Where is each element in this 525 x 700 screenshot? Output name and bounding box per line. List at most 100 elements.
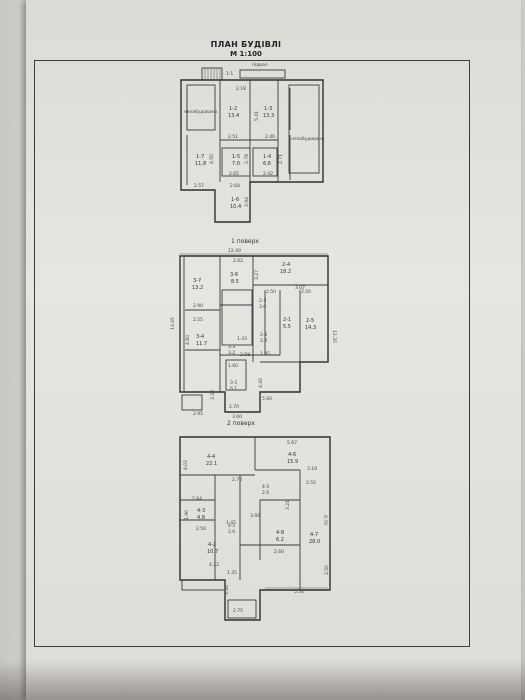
floor-1-dim: 3.60 [232, 414, 242, 420]
room-3-4-area: 11.7 [196, 341, 207, 347]
floor-2-dim: 5.67 [287, 440, 297, 446]
room-2-5-code: 2-5 [306, 318, 314, 324]
floor-1-dim: 3.38 [210, 390, 216, 400]
floor-1-dim: 2.50 [266, 289, 276, 295]
room-2-5-area: 14.3 [305, 325, 316, 331]
floor-1-dim: 1.45 [260, 351, 270, 357]
basement-plan: 1:1 підвал 2.18 незабудовано незабудован… [180, 62, 325, 223]
basement-dim: 4.50 [209, 154, 215, 164]
room-3-3-area: 3.2 [228, 350, 235, 356]
floor-1-dim: 1.60 [228, 363, 238, 369]
room-4-2-code: 4-2 [208, 542, 216, 548]
floor-1-dim: 2.70 [229, 404, 239, 410]
room-4-7-code: 4-7 [310, 532, 318, 538]
floor-2-dim: 6.70 [322, 515, 328, 525]
floor-2-plan: 4-4 22.1 4-6 15.9 4-5 2.6 4-3 4.8 4-1 2.… [179, 436, 331, 621]
room-4-6-code: 4-6 [288, 452, 296, 458]
room-1-5-code: 1-5 [232, 154, 240, 160]
bottom-shadow [0, 660, 525, 700]
floor-2-dim: 2.75 [233, 608, 243, 614]
floor-2-dim: 3.92 [250, 513, 260, 519]
basement-dim: 2.42 [263, 171, 273, 177]
basement-dim: 2.71 [278, 154, 284, 164]
basement-stair-dim: 1:1 [226, 71, 233, 77]
room-2-4-code: 2-4 [282, 262, 290, 268]
room-1-3-area: 13.3 [263, 113, 274, 119]
room-1-3-code: 1-3 [264, 106, 272, 112]
floor-1-dim: 2.62 [233, 258, 243, 264]
room-1-5-area: 7.0 [232, 161, 240, 167]
room-2-1-code: 2-1 [283, 317, 291, 323]
basement-dim: 2.51 [228, 134, 238, 140]
floor-1-dim: 4.60 [185, 335, 191, 345]
floor-2-dim: 3.19 [307, 466, 317, 472]
floor-1-dim: 4.45 [258, 378, 264, 388]
basement-stair [201, 67, 223, 81]
room-2-3-area: 3.0 [259, 304, 266, 310]
room-1-6-area: 10.4 [230, 204, 241, 210]
room-1-6-code: 1-6 [231, 197, 239, 203]
room-3-1-area: 6.1 [230, 386, 237, 392]
room-4-8-code: 4-8 [276, 530, 284, 536]
room-1-2-area: 13.4 [228, 113, 239, 119]
floor-2-dim: 5.54 [294, 589, 304, 595]
floor-1-dim: 2.55 [193, 317, 203, 323]
floor-2-dim: 4.22 [209, 562, 219, 568]
basement-unbuilt-right: незабудовано [291, 136, 325, 142]
room-3-6-code: 3-6 [230, 272, 238, 278]
basement-dim: 2.57 [194, 183, 204, 189]
basement-dim: 2.46 [265, 134, 275, 140]
room-4-3-area: 4.8 [197, 515, 205, 521]
room-4-3-code: 4-3 [197, 508, 205, 514]
floor-1-dim-height-left: 13.45 [170, 317, 176, 330]
floor-2-dim: 2.70 [232, 477, 242, 483]
room-2-3-code: 2-3 [259, 298, 266, 304]
document-sheet [26, 0, 521, 700]
room-3-7-area: 13.2 [192, 285, 203, 291]
floor-1-label: 1 поверх [231, 238, 259, 245]
floor-1-dim: 1.43 [237, 336, 247, 342]
basement-dim: 2.64 [230, 183, 240, 189]
room-1-2-code: 1-2 [229, 106, 237, 112]
floor-1-dim: 2.58 [240, 352, 250, 358]
floor-2-dim: 1.35 [227, 570, 237, 576]
floor-1-plan: 12.40 3-7 13.2 3-6 8.5 2-4 18.2 2-5 14.3… [170, 248, 337, 420]
floor-1-dim: 3.07 [295, 285, 305, 291]
floor-1-dim: 2.50 [301, 289, 311, 295]
floor-2-dim: 2.64 [192, 496, 202, 502]
floor-2-dim: 2.60 [274, 549, 284, 555]
floor-2-dim: 4.02 [183, 460, 189, 470]
basement-dim: 2.65 [229, 171, 239, 177]
room-1-7-area: 11.8 [195, 161, 206, 167]
drawing-frame [34, 60, 470, 647]
floor-2-dim: 3.21 [285, 500, 291, 510]
room-2-2-code: 2-2 [260, 332, 267, 338]
document-title: ПЛАН БУДІВЛІ [210, 40, 282, 49]
floor-1-dim: 5.60 [262, 396, 272, 402]
room-4-5-code: 4-5 [262, 484, 269, 490]
room-4-4-area: 22.1 [206, 461, 217, 467]
floor-2-dim: 3.34 [224, 585, 230, 595]
document-scale: М 1:100 [230, 50, 262, 58]
room-2-2-area: 2.4 [260, 338, 267, 344]
room-4-8-area: 6.2 [276, 537, 284, 543]
floor-2-dim: 2.55 [306, 480, 316, 486]
basement-dim: 5.41 [254, 111, 260, 121]
room-1-7-code: 1-7 [196, 154, 204, 160]
floor-1-dim-height-right: 12.35 [331, 330, 337, 343]
room-2-4-area: 18.2 [280, 269, 291, 275]
room-2-1-area: 5.5 [283, 324, 291, 330]
basement-dim: 2.78 [244, 154, 250, 164]
room-1-4-area: 6.6 [263, 161, 271, 167]
room-4-7-area: 28.0 [309, 539, 320, 545]
floor-1-dim-total-width: 12.40 [228, 248, 241, 254]
room-3-4-code: 3-4 [196, 334, 204, 340]
floor-1-dim: 2.90 [193, 303, 203, 309]
basement-unbuilt-left: незабудовано [184, 109, 218, 115]
floor-2-dim: 2.50 [196, 526, 206, 532]
floor-2-dim: 1.90 [184, 510, 190, 520]
room-4-2-area: 10.7 [207, 549, 218, 555]
basement-dim-top: 2.18 [236, 86, 246, 92]
room-4-1-code: 4-1 [228, 523, 235, 529]
